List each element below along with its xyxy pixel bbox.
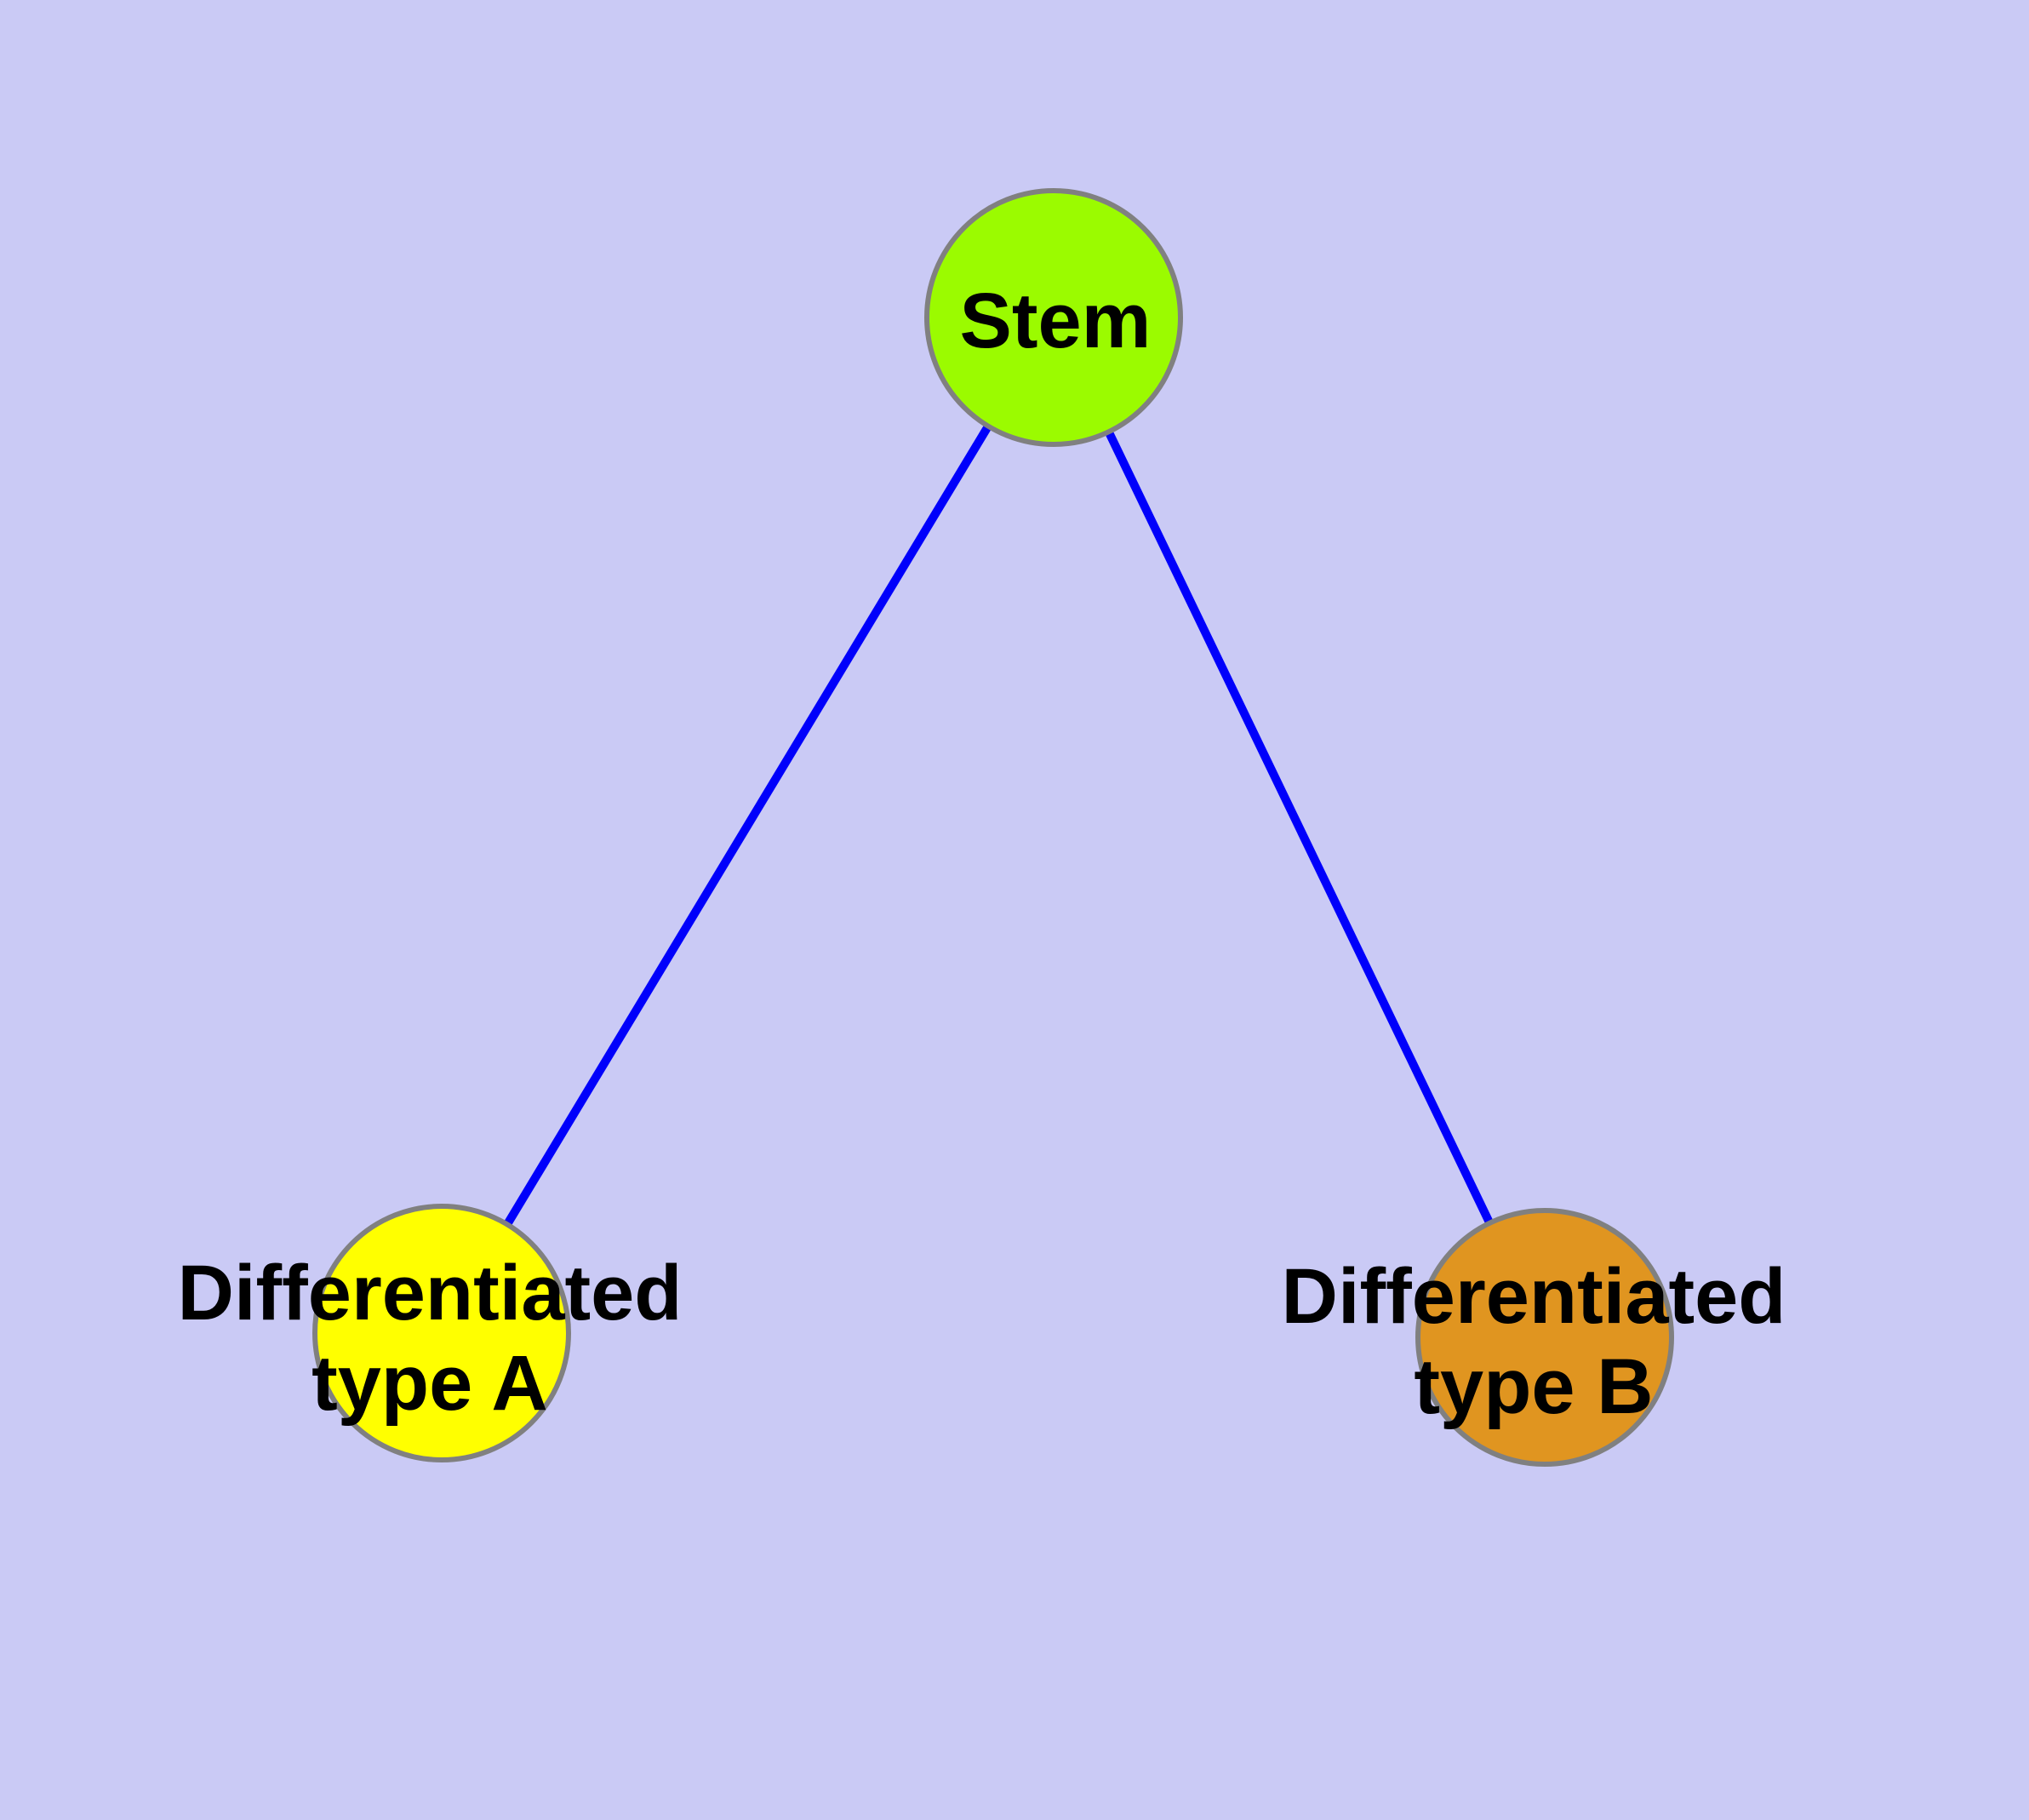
node-type-b-label-line1: Differentiated xyxy=(1281,1253,1786,1340)
edge-stem-to-type-a xyxy=(437,315,1058,1336)
node-type-a-label: Differentiated type A xyxy=(178,1248,683,1428)
node-differentiated-type-b xyxy=(1415,1208,1674,1467)
edge-stem-to-type-b xyxy=(1049,315,1549,1340)
node-differentiated-type-a xyxy=(312,1204,571,1462)
node-stem xyxy=(924,188,1183,447)
node-stem-label: Stem xyxy=(959,278,1152,364)
node-type-a-label-line2: type A xyxy=(311,1340,548,1427)
node-type-b-label-line2: type B xyxy=(1414,1343,1654,1430)
node-type-a-label-line1: Differentiated xyxy=(177,1250,683,1336)
node-type-b-label: Differentiated type B xyxy=(1282,1251,1786,1432)
